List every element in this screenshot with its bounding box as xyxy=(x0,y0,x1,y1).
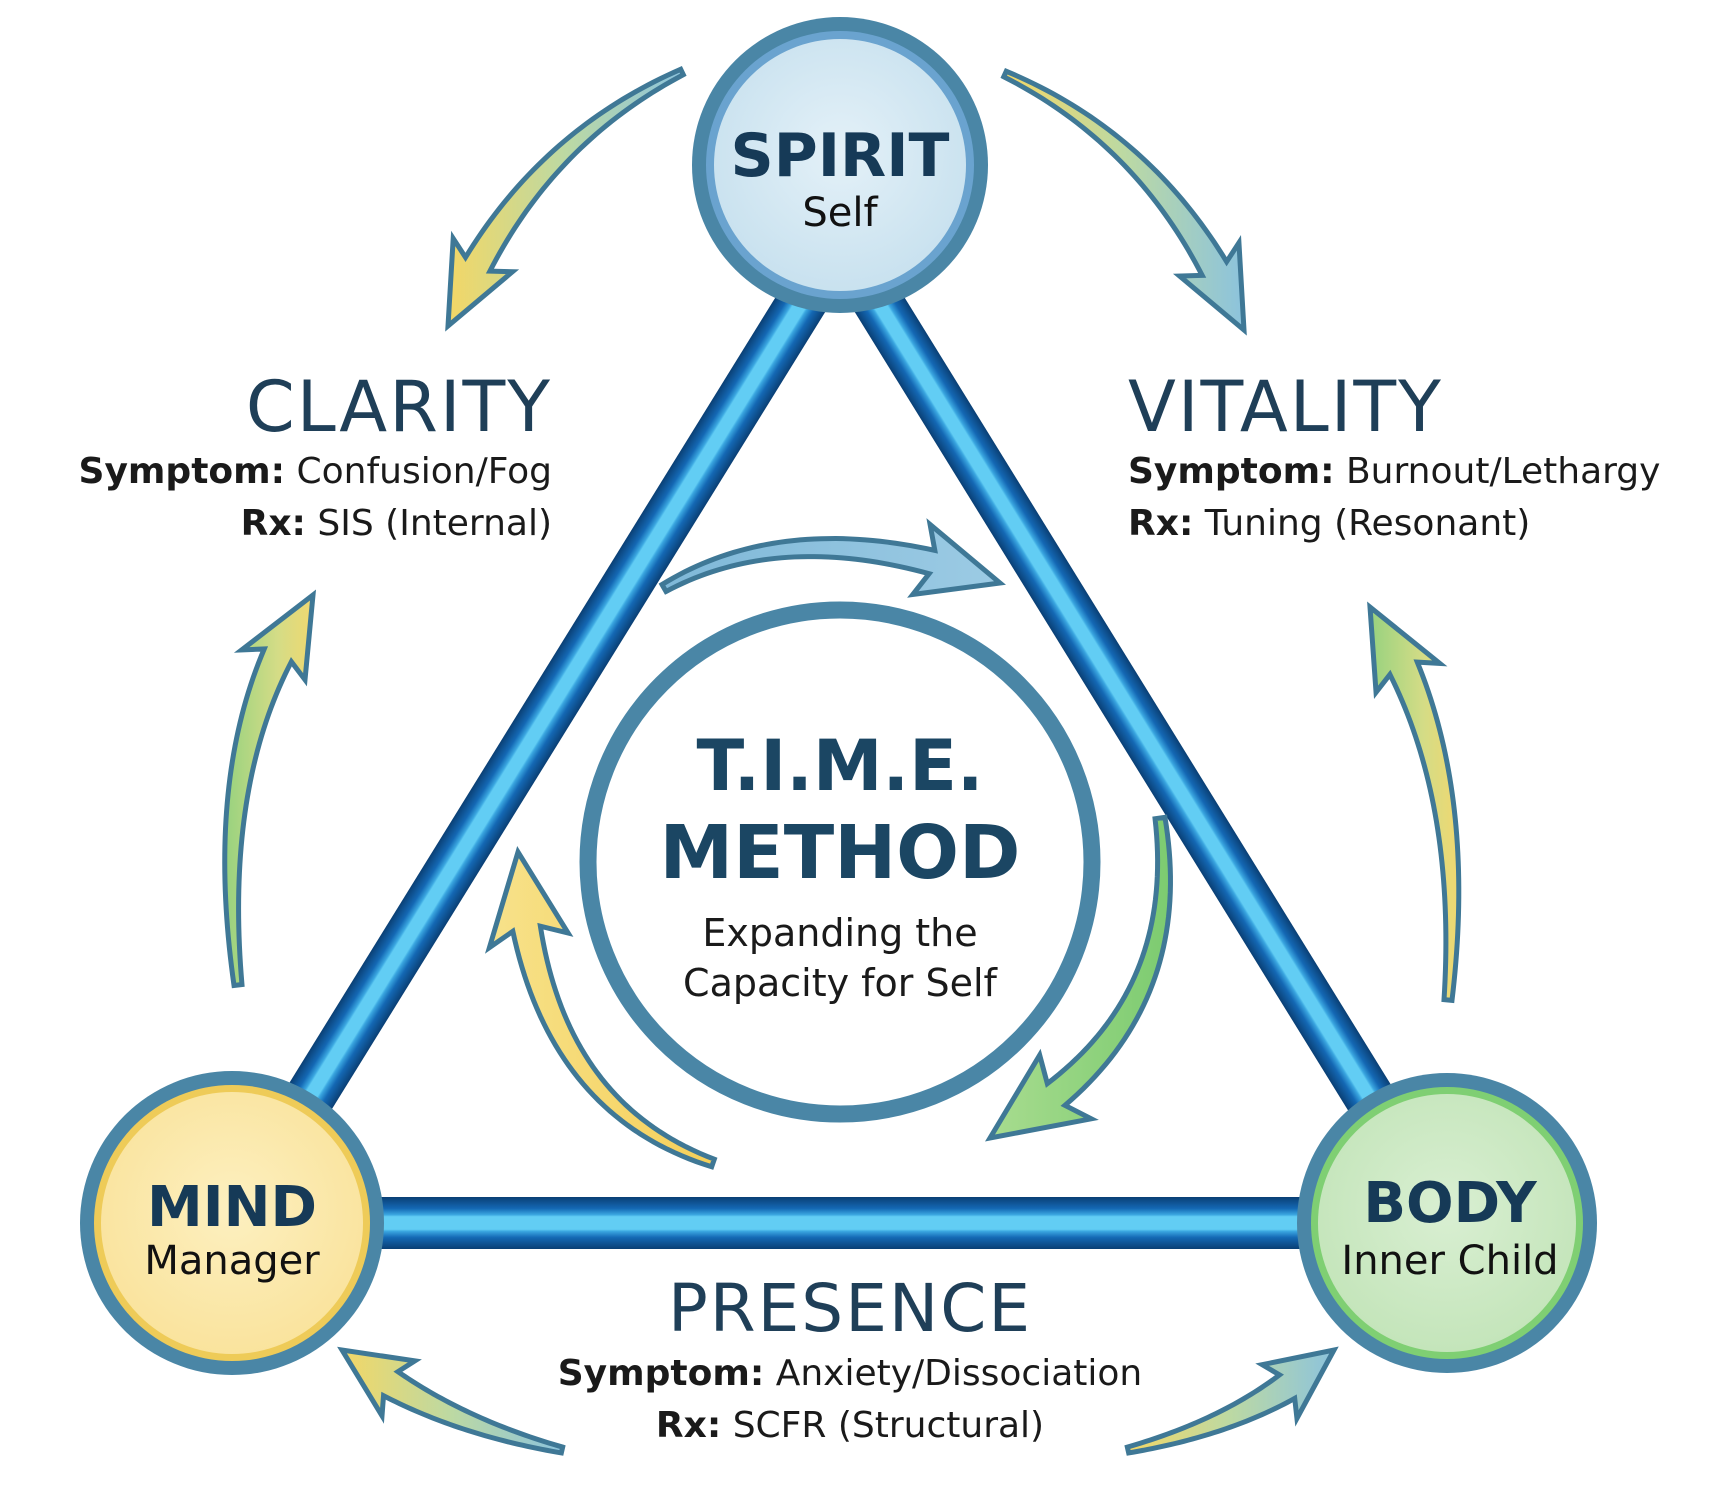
presence-symptom: Symptom: Anxiety/Dissociation xyxy=(0,1348,1700,1400)
node-body: BODY Inner Child xyxy=(1297,1073,1597,1373)
vitality-rx: Rx: Tuning (Resonant) xyxy=(1128,498,1660,550)
connector-tube xyxy=(830,246,1469,1237)
presence-rx-value: SCFR (Structural) xyxy=(732,1405,1045,1446)
vitality-rx-value: Tuning (Resonant) xyxy=(1204,503,1531,544)
edge-label-presence: PRESENCE Symptom: Anxiety/Dissociation R… xyxy=(0,1270,1700,1452)
vitality-heading: VITALITY xyxy=(1128,366,1443,448)
arrow-mind-to-clarity-icon xyxy=(222,589,317,989)
clarity-symptom: Symptom: Confusion/Fog xyxy=(79,446,552,498)
clarity-rx-label: Rx: xyxy=(240,503,306,544)
vitality-rx-label: Rx: xyxy=(1128,503,1194,544)
triangle-connectors xyxy=(210,246,1469,1249)
body-title: BODY xyxy=(1363,1171,1538,1236)
clarity-heading: CLARITY xyxy=(245,366,552,448)
arrow-inner-left-icon xyxy=(484,845,718,1170)
spirit-subtitle: Self xyxy=(802,190,878,236)
center-title-line2: METHOD xyxy=(660,810,1021,896)
edge-label-clarity: CLARITY Symptom: Confusion/Fog Rx: SIS (… xyxy=(79,368,552,550)
arrow-presence-to-mind-icon xyxy=(337,1346,566,1456)
node-mind: MIND Manager xyxy=(80,1071,384,1375)
presence-heading: PRESENCE xyxy=(667,1270,1033,1347)
center-subtitle-line2: Capacity for Self xyxy=(683,961,999,1005)
center-subtitle-line1: Expanding the xyxy=(702,911,977,955)
presence-rx: Rx: SCFR (Structural) xyxy=(0,1400,1700,1452)
arrow-spirit-to-vitality-icon xyxy=(1000,68,1247,336)
mind-title: MIND xyxy=(147,1175,317,1240)
arrow-inner-top-icon xyxy=(658,518,1006,598)
presence-symptom-value: Anxiety/Dissociation xyxy=(775,1353,1143,1394)
cycle-arrows xyxy=(222,66,1462,1456)
vitality-symptom-value: Burnout/Lethargy xyxy=(1345,451,1661,492)
spirit-title: SPIRIT xyxy=(731,121,950,191)
clarity-symptom-value: Confusion/Fog xyxy=(296,451,553,492)
arrow-inner-right-icon xyxy=(984,814,1173,1142)
arrow-spirit-to-clarity-icon xyxy=(445,66,687,332)
clarity-rx: Rx: SIS (Internal) xyxy=(79,498,552,550)
clarity-symptom-label: Symptom: xyxy=(78,451,286,492)
connector-tube xyxy=(232,1197,1447,1249)
node-spirit: SPIRIT Self xyxy=(692,17,988,313)
presence-symptom-label: Symptom: xyxy=(557,1353,765,1394)
vitality-symptom-label: Symptom: xyxy=(1128,451,1335,492)
vitality-symptom: Symptom: Burnout/Lethargy xyxy=(1128,446,1660,498)
presence-rx-label: Rx: xyxy=(655,1405,722,1446)
edge-label-vitality: VITALITY Symptom: Burnout/Lethargy Rx: T… xyxy=(1128,368,1660,550)
mind-subtitle: Manager xyxy=(144,1238,320,1284)
center-circle: T.I.M.E. METHOD Expanding the Capacity f… xyxy=(579,601,1101,1123)
arrow-body-to-vitality-icon xyxy=(1367,601,1462,1004)
arrow-presence-to-body-icon xyxy=(1124,1346,1339,1456)
connector-mind-body xyxy=(232,1197,1447,1249)
body-subtitle: Inner Child xyxy=(1341,1238,1558,1284)
clarity-rx-value: SIS (Internal) xyxy=(317,503,552,544)
connector-spirit-mind xyxy=(210,246,850,1237)
connector-tube xyxy=(210,246,850,1237)
center-title-line1: T.I.M.E. xyxy=(696,725,983,807)
connector-spirit-body xyxy=(830,246,1469,1237)
